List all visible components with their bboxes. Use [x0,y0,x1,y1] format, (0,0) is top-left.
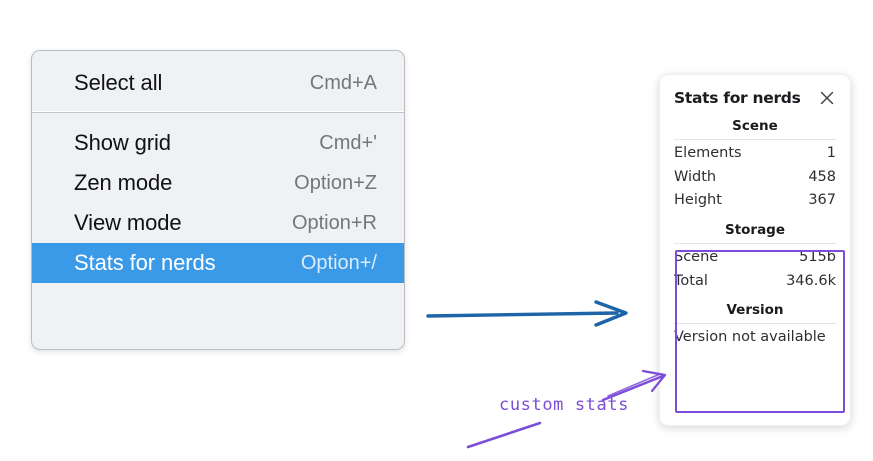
stat-key: Width [674,168,717,185]
menu-divider [32,111,404,113]
menu-item-label: Zen mode [74,170,173,195]
stat-value: 346.6k [786,272,836,289]
menu-item-shortcut: Option+Z [294,171,377,194]
stat-row: Scene 515b [674,246,836,270]
section-rule [674,323,836,325]
custom-stats-underline-stroke [466,421,542,449]
stat-row: Total 346.6k [674,270,836,294]
menu-item-label: Select all [74,70,163,95]
close-icon[interactable] [818,89,836,107]
stat-key: Elements [674,145,742,161]
stat-value: 458 [808,168,836,185]
menu-group-2: Show grid Cmd+' Zen mode Option+Z View m… [32,113,404,295]
version-value: Version not available [674,329,826,346]
menu-item-stats-for-nerds[interactable]: Stats for nerds Option+/ [32,243,404,283]
stat-row: Width 458 [674,166,836,190]
menu-item-shortcut: Option+/ [300,251,377,274]
section-rule [674,139,836,140]
section-title-version: Version [726,302,784,319]
panel-header: Stats for nerds [674,75,836,109]
menu-item-select-all[interactable]: Select all Cmd+A [32,63,404,103]
stat-key: Height [674,192,722,209]
menu-item-show-grid[interactable]: Show grid Cmd+' [32,123,404,163]
section-rule [674,243,836,245]
menu-item-shortcut: Option+R [291,211,377,234]
blue-flow-arrow [426,300,628,327]
stat-value: 515b [799,249,836,266]
stat-key: Scene [674,249,719,266]
stat-row: Elements 1 [674,142,836,166]
panel-title: Stats for nerds [674,89,801,107]
custom-stats-label: custom stats [499,395,630,415]
stat-key: Total [674,272,708,289]
menu-item-view-mode[interactable]: View mode Option+R [32,203,404,243]
section-title-storage: Storage [724,222,786,239]
menu-group-1: Select all Cmd+A [32,51,404,111]
section-title-scene: Scene [732,118,778,134]
stat-value: 367 [808,192,836,209]
menu-item-zen-mode[interactable]: Zen mode Option+Z [32,163,404,203]
menu-item-label: View mode [74,210,182,235]
menu-item-label: Show grid [74,130,171,155]
stats-for-nerds-panel[interactable]: Stats for nerds Scene Elements 1 Width 4… [659,74,851,426]
canvas-context-menu[interactable]: Select all Cmd+A Show grid Cmd+' Zen mod… [31,50,405,350]
stat-row: Height 367 [674,189,836,213]
menu-item-shortcut: Cmd+' [319,131,377,154]
menu-item-label: Stats for nerds [74,250,216,275]
menu-item-shortcut: Cmd+A [309,71,377,94]
stat-value: 1 [826,145,836,161]
